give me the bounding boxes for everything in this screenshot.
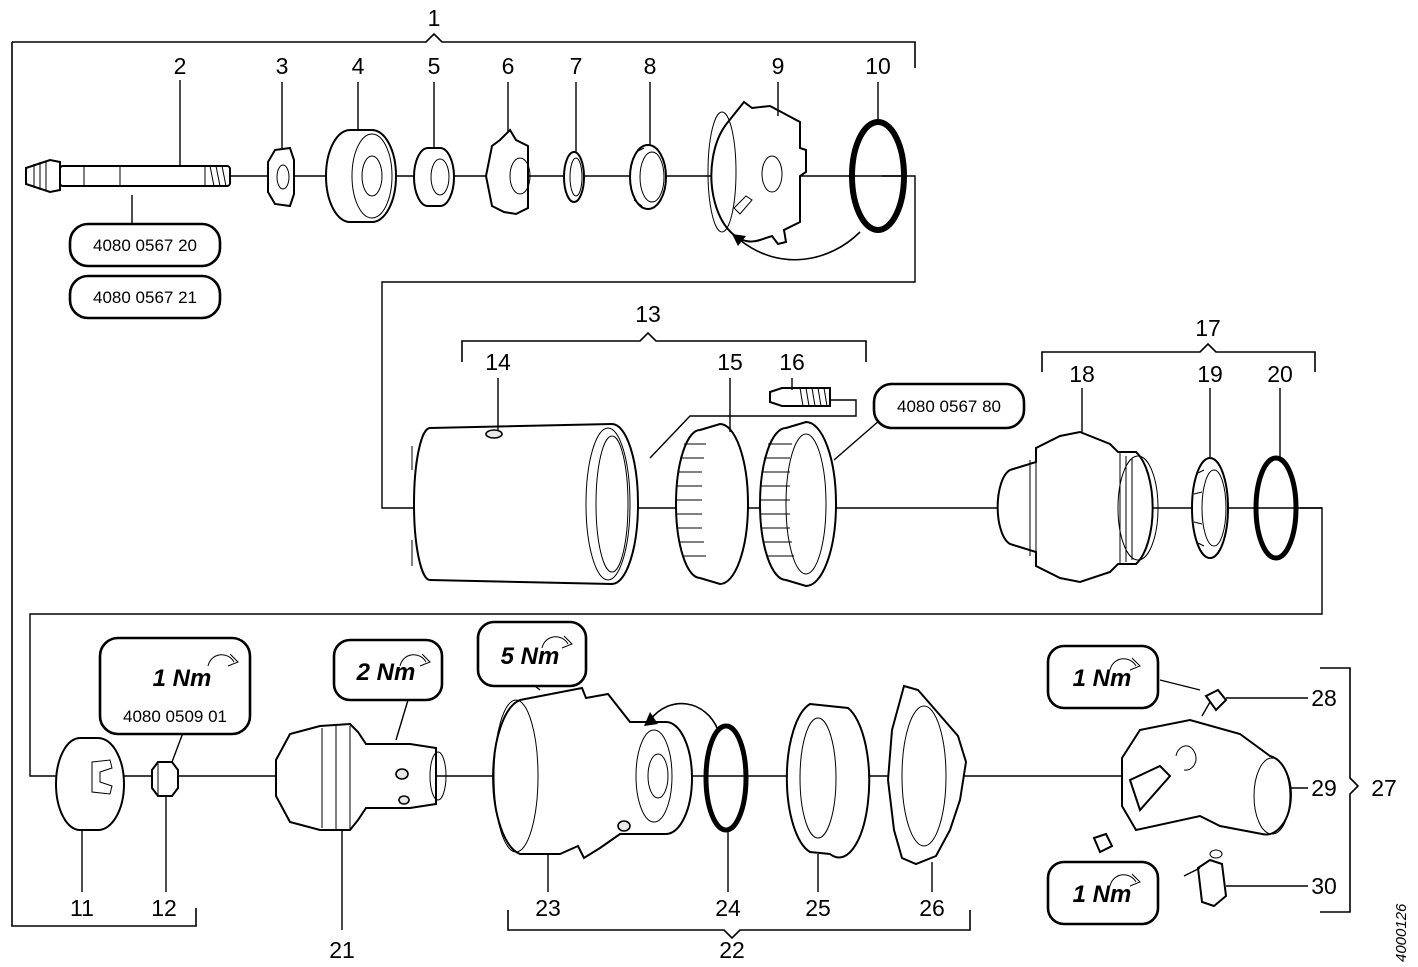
torque-value-housing: 5 Nm (501, 643, 560, 670)
rotation-arrow-icon (1109, 657, 1141, 671)
rotation-arrow-icon (1109, 873, 1141, 887)
part-14-housing-tube (411, 378, 639, 586)
item-17-label: 17 (1195, 315, 1221, 341)
item-9-label: 9 (772, 53, 785, 79)
part-number-box-shaft-b: 4080 0567 21 (68, 274, 222, 320)
part-4-bearing (325, 82, 397, 223)
part-12-nut (151, 729, 185, 892)
item-7-label: 7 (570, 53, 583, 79)
part-6-flange (484, 82, 531, 216)
part-23-housing (492, 673, 719, 892)
part-number-shaft-a: 4080 0567 20 (93, 236, 197, 255)
part-8-spring-ring (629, 82, 667, 210)
item-25-label: 25 (805, 895, 831, 921)
part-5-bearing (413, 82, 455, 207)
item-11-label: 11 (70, 895, 94, 921)
part-25-spring-washer (785, 702, 871, 892)
item-10-label: 10 (865, 53, 891, 79)
part-28-grub-screw (1092, 688, 1308, 854)
item-23-label: 23 (535, 895, 561, 921)
item-19-label: 19 (1197, 361, 1223, 387)
torque-box-spindle: 2 Nm (332, 638, 444, 702)
part-29-elbow (1121, 718, 1308, 836)
part-18-bearing-housing (996, 388, 1159, 584)
item-15-label: 15 (717, 349, 743, 375)
item-24-label: 24 (715, 895, 741, 921)
item-8-label: 8 (644, 53, 657, 79)
item-2-label: 2 (174, 53, 187, 79)
rotation-arrow-icon (541, 635, 573, 649)
item-27-label: 27 (1371, 775, 1397, 801)
item-21-label: 21 (329, 937, 355, 963)
item-1-label: 1 (428, 5, 441, 31)
item-5-label: 5 (428, 53, 441, 79)
part-number-shaft-b: 4080 0567 21 (93, 288, 197, 307)
item-30-label: 30 (1311, 873, 1337, 899)
item-20-label: 20 (1267, 361, 1293, 387)
part-3-nut (267, 82, 295, 208)
item-22-label: 22 (719, 937, 745, 963)
item-3-label: 3 (276, 53, 289, 79)
torque-value-screw-top: 1 Nm (1073, 665, 1132, 692)
part-11-cap (55, 737, 125, 892)
part-21-spindle (275, 699, 447, 930)
part-number-nut: 4080 0509 01 (123, 707, 227, 726)
part-15-bearings (649, 378, 881, 588)
part-19-nut (1191, 388, 1229, 559)
torque-value-nut: 1 Nm (153, 665, 212, 692)
item-16-label: 16 (779, 349, 805, 375)
rotation-arrow-icon (207, 653, 239, 667)
part-number-box-shaft-a: 4080 0567 20 (68, 222, 222, 268)
torque-box-nut: 1 Nm 4080 0509 01 (98, 636, 252, 736)
part-16-screw (769, 378, 831, 407)
item-26-label: 26 (919, 895, 945, 921)
item-18-label: 18 (1069, 361, 1095, 387)
torque-value-spindle: 2 Nm (356, 659, 416, 686)
part-24-o-ring (703, 723, 749, 892)
rotation-arrow-icon (399, 653, 431, 667)
item-14-label: 14 (485, 349, 511, 375)
torque-box-housing: 5 Nm (476, 620, 588, 688)
item-4-label: 4 (352, 53, 365, 79)
torque-value-screw-bottom: 1 Nm (1073, 881, 1132, 908)
part-2-drive-shaft (25, 80, 231, 232)
part-20-o-ring (1253, 388, 1299, 561)
part-26-washer (886, 684, 968, 892)
part-7-ring (563, 82, 585, 203)
document-id: 4000126 (1393, 903, 1410, 962)
torque-box-screw-bottom: 1 Nm (1046, 860, 1160, 926)
item-6-label: 6 (502, 53, 515, 79)
part-number-box-bearing-set: 4080 0567 80 (872, 382, 1026, 430)
item-number-labels: 1 2 3 4 5 6 7 8 9 10 11 12 13 14 15 16 1… (70, 5, 1397, 963)
item-12-label: 12 (151, 895, 177, 921)
item-28-label: 28 (1311, 685, 1337, 711)
part-10-o-ring (849, 82, 907, 233)
item-29-label: 29 (1311, 775, 1337, 801)
part-number-bearing-set: 4080 0567 80 (897, 397, 1001, 416)
part-30-plug (1183, 849, 1308, 908)
item-13-label: 13 (635, 301, 661, 327)
part-9-cover (707, 82, 861, 261)
torque-box-screw-top: 1 Nm (1046, 644, 1160, 710)
